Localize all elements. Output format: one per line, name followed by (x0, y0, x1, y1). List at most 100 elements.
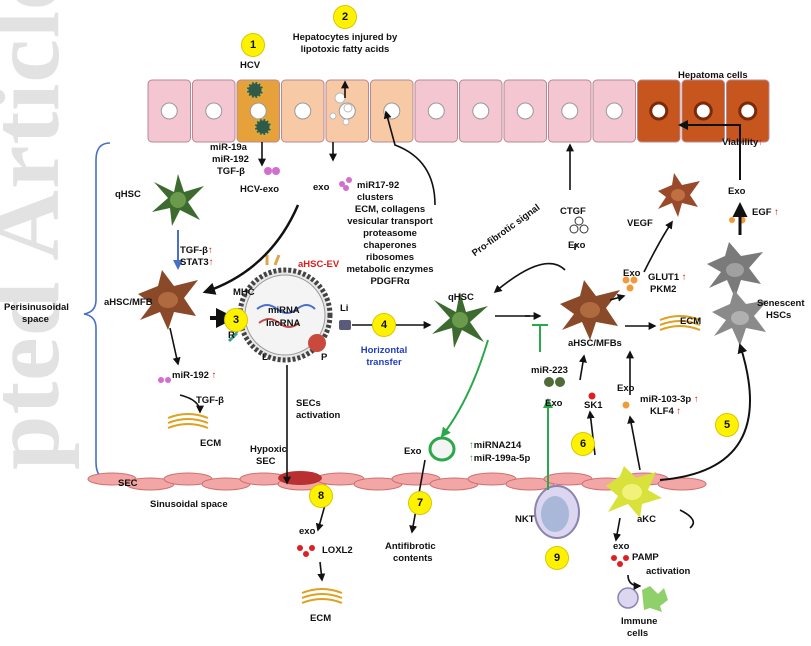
label-li: Li (340, 303, 349, 314)
label-sec: SEC (118, 478, 138, 489)
label-tgfb-bot: TGF-β (196, 395, 224, 406)
badge-9: 9 (545, 546, 569, 570)
badge-8: 8 (309, 484, 333, 508)
label-loxl2: LOXL2 (322, 545, 353, 556)
badge-6: 6 (571, 432, 595, 456)
hepatocyte-nucleus (294, 102, 312, 120)
label-mir19a: miR-19a (210, 142, 247, 153)
label-viability: Viability↑ (722, 137, 764, 148)
label-antifibrotic-2: contents (393, 553, 433, 564)
label-hepatocytes-injured-1: Hepatocytes injured by (292, 32, 398, 43)
label-senescent-2: HSCs (766, 310, 792, 321)
label-perisinusoidal-1: Perisinusoidal (4, 302, 69, 313)
label-hepatoma: Hepatoma cells (678, 70, 748, 81)
perisinusoidal-bracket (83, 142, 111, 481)
label-egf: EGF ↑ (752, 207, 779, 218)
hepatocyte-nucleus (738, 101, 758, 121)
hepatocyte-nucleus (561, 102, 579, 120)
label-mirna214: ↑miRNA214 (469, 440, 522, 451)
label-cargo-0: ECM, collagens (354, 204, 426, 215)
label-ctgf: CTGF (560, 206, 586, 217)
hepatocyte-nucleus (649, 101, 669, 121)
lipid-droplet (342, 118, 350, 126)
ahsc-ev-vesicle (227, 254, 333, 363)
label-hypoxic-2: SEC (256, 456, 276, 467)
label-exo-pamp: exo (613, 541, 630, 552)
hypoxic-sec-cell (278, 471, 322, 485)
label-secs-2: activation (296, 410, 341, 421)
senescent-hsc-bottom (712, 290, 768, 346)
label-hypoxic-1: Hypoxic (250, 444, 287, 455)
label-cargo-6: PDGFRα (370, 276, 410, 287)
label-mir192-bot: miR-192 ↑ (172, 370, 217, 381)
hepatocyte-nucleus (205, 102, 223, 120)
label-cargo-4: ribosomes (365, 252, 415, 263)
label-exo-glut: Exo (623, 268, 641, 279)
label-exo-ctgf: Exo (568, 240, 586, 251)
hcv-virus-icon (245, 80, 265, 100)
label-glut1: GLUT1 ↑ (648, 272, 687, 283)
hepatocyte-nucleus (249, 102, 267, 120)
badge-2: 2 (333, 5, 357, 29)
label-mir199: ↑miR-199a-5p (469, 453, 531, 464)
lipid-droplet (343, 103, 353, 113)
badge-1: 1 (241, 33, 265, 57)
label-stat3: STAT3↑ (180, 257, 214, 268)
label-r: R (228, 330, 235, 341)
hepatocyte-nucleus (472, 102, 490, 120)
label-secs-1: SECs (296, 398, 321, 409)
label-ecm-right: ECM (680, 316, 702, 327)
ecm-fibres-right (659, 315, 701, 331)
label-activation: activation (646, 566, 691, 577)
label-mir17-2: clusters (357, 192, 394, 203)
lipid-droplet (334, 92, 346, 104)
label-l: L (262, 352, 268, 363)
hepatoma-target-cell (658, 173, 700, 217)
label-cargo-5: metabolic enzymes (346, 264, 434, 275)
hepatocyte-row (147, 79, 770, 143)
badge-5: 5 (715, 413, 739, 437)
label-pkm2: PKM2 (650, 284, 677, 295)
badge-3: 3 (224, 308, 248, 332)
ahsc-right-cell (560, 280, 620, 340)
label-pamp: PAMP (632, 552, 659, 563)
label-tgfb-mid: TGF-β↑ (180, 245, 213, 256)
hcv-virus-icon (253, 117, 273, 137)
label-cargo-2: proteasome (363, 228, 417, 239)
label-mir17-1: miR17-92 (357, 180, 400, 191)
label-immune-1: Immune (621, 616, 658, 627)
label-mhc: MHC (233, 287, 255, 298)
label-klf4: KLF4 ↑ (650, 406, 682, 417)
badge-7: 7 (408, 491, 432, 515)
label-mir192-top: miR-192 (212, 154, 249, 165)
label-antifibrotic-1: Antifibrotic (385, 541, 436, 552)
label-hcv-exo: HCV-exo (240, 184, 280, 195)
qhsc-center-cell (432, 292, 488, 348)
label-ecm-left: ECM (200, 438, 222, 449)
label-mirna: miRNA (268, 305, 300, 316)
label-exo-lox: exo (299, 526, 316, 537)
green-arrows (440, 324, 553, 490)
label-vegf: VEGF (627, 218, 653, 229)
label-immune-2: cells (627, 628, 649, 639)
label-sk1: SK1 (584, 400, 603, 411)
label-exo-egf: Exo (728, 186, 746, 197)
hepatocyte-nucleus (383, 102, 401, 120)
label-mir103: miR-103-3p ↑ (640, 394, 699, 405)
hepatocyte-nucleus (427, 102, 445, 120)
label-ahsc-ev: aHSC-EV (298, 259, 340, 270)
label-tgfb-top: TGF-β (217, 166, 245, 177)
label-sinusoidal: Sinusoidal space (150, 499, 228, 510)
li-receptor-icon (339, 320, 351, 330)
immune-cells (617, 586, 668, 612)
label-exo-center: Exo (404, 446, 422, 457)
badge-4: 4 (372, 313, 396, 337)
hepatocyte-nucleus (516, 102, 534, 120)
label-perisinusoidal-2: space (22, 314, 49, 325)
exosome-dots (158, 167, 746, 567)
label-ahsc-mfb: aHSC/MFB (104, 297, 153, 308)
label-ahsc-mfbs: aHSC/MFBs (568, 338, 622, 349)
label-cargo-3: chaperones (363, 240, 417, 251)
sec-cell (657, 477, 707, 491)
